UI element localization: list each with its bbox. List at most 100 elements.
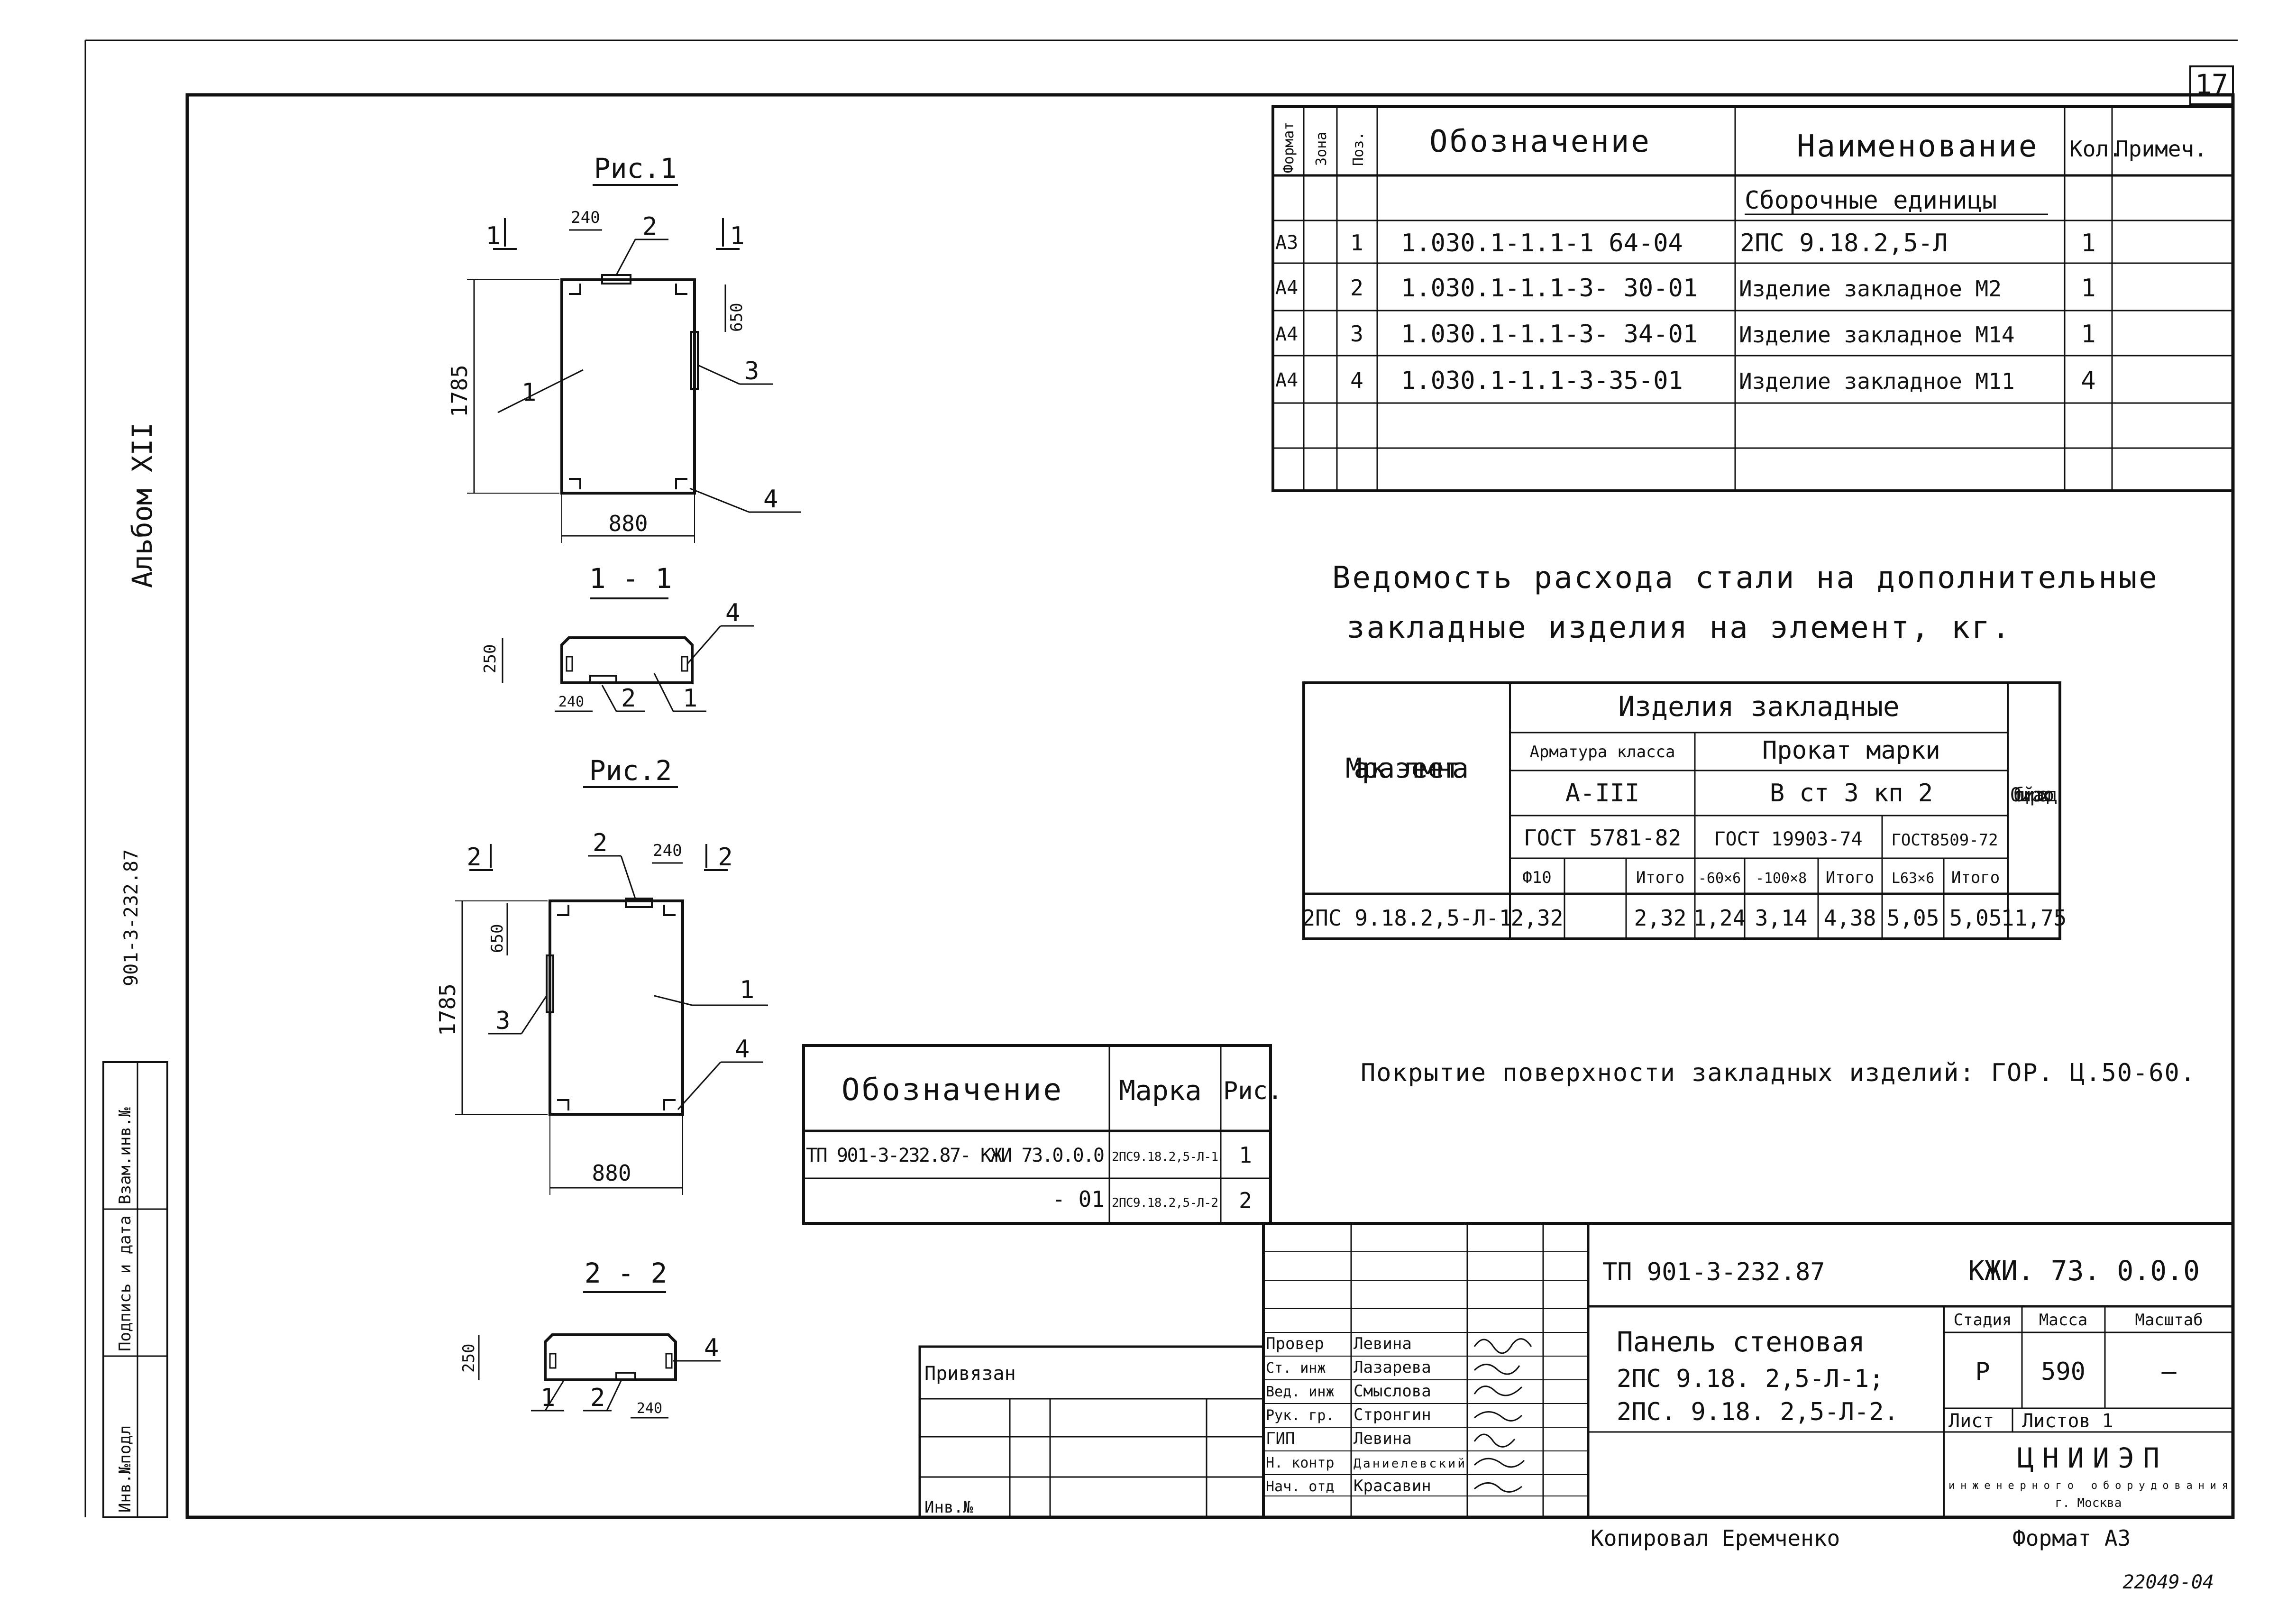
steel-row-total-rebar: 2,32	[1634, 905, 1687, 931]
spec-table: Формат Зона Поз. Обозначение Наименовани…	[1271, 105, 2234, 492]
steel-rolled-grade: В ст 3 кп 2	[1770, 779, 1933, 807]
section-1-1: 1 - 1 250 240 2 1 4	[481, 562, 754, 713]
spec-row2-qty: 1	[2081, 274, 2095, 303]
steel-sub-angle: L63×6	[1892, 870, 1934, 887]
fig2-offset-dim: 650	[488, 924, 507, 953]
sheets-label: Листов 1	[2022, 1410, 2113, 1432]
sig-role-7: Нач. отд	[1266, 1478, 1335, 1495]
sheet-label: Лист	[1948, 1410, 1994, 1432]
steel-total-header: Общий расход	[2010, 784, 2058, 806]
steel-rebar-header: Арматура класса	[1529, 743, 1675, 762]
steel-sub-total-rebar: Итого	[1636, 868, 1684, 887]
steel-row-strip-60: 1,24	[1693, 905, 1746, 931]
signature-row: Вед. инж Смыслова	[1266, 1382, 1431, 1401]
spec-row1-pos: 1	[1350, 230, 1363, 256]
fig2-callout-3: 3	[495, 1007, 510, 1035]
steel-row-total-angle: 5,05	[1949, 905, 2002, 931]
fig1-width-dim: 880	[608, 511, 648, 536]
sig-name-7: Красавин	[1354, 1477, 1431, 1496]
section1-thickness-dim: 250	[481, 644, 500, 673]
signature-row: ГИП Левина	[1266, 1429, 1412, 1448]
fig1-title: Рис.1	[594, 152, 677, 184]
steel-group-header: Изделия закладные	[1618, 690, 1900, 723]
table-row: А4 4 1.030.1-1.1-3-35-01 Изделие закладн…	[1275, 367, 2096, 395]
spec-header-qty: Кол.	[2069, 136, 2122, 162]
table-row: А4 2 1.030.1-1.1-3- 30-01 Изделие заклад…	[1275, 274, 2096, 303]
marks-row2-fig: 2	[1239, 1188, 1252, 1213]
spec-row2-pos: 2	[1350, 275, 1363, 301]
spec-row2-format: А4	[1275, 277, 1298, 299]
spec-row3-name: Изделие закладное М14	[1739, 322, 2015, 348]
spec-header-pos: Поз.	[1350, 132, 1367, 166]
stamp-signature-date: Подпись и дата	[116, 1215, 135, 1351]
marks-row1-mark: 2ПС9.18.2,5-Л-1	[1112, 1150, 1218, 1164]
steel-row-strip-100: 3,14	[1755, 905, 1808, 931]
steel-subheader-row: Ф10 Итого -60×6 -100×8 Итого L63×6 Итого	[1522, 868, 2000, 887]
spec-row1-designation: 1.030.1-1.1-1 64-04	[1401, 229, 1683, 257]
section2-thickness-dim: 250	[459, 1344, 478, 1373]
sig-role-2: Ст. инж	[1266, 1360, 1326, 1376]
sig-name-1: Левина	[1354, 1334, 1412, 1353]
fig1-height-dim: 1785	[447, 365, 472, 417]
marks-row2-mark: 2ПС9.18.2,5-Л-2	[1112, 1196, 1218, 1210]
spec-row4-designation: 1.030.1-1.1-3-35-01	[1401, 367, 1683, 395]
marks-row2-designation: - 01	[1052, 1186, 1105, 1212]
spec-header-format: Формат	[1281, 122, 1297, 173]
steel-sub-total-strip: Итого	[1826, 868, 1874, 887]
cut2-right-label: 2	[718, 843, 732, 872]
section1-callout-1: 1	[683, 684, 697, 713]
steel-row-total: 11,75	[2001, 905, 2067, 931]
section1-callout-4: 4	[725, 599, 740, 627]
table-row: А3 1 1.030.1-1.1-1 64-04 2ПС 9.18.2,5-Л …	[1275, 229, 2096, 257]
steel-row-angle: 5,05	[1887, 905, 1939, 931]
signature-row: Рук. гр. Стронгин	[1266, 1405, 1431, 1424]
steel-sub-phi10: Ф10	[1522, 868, 1551, 887]
marks-header-fig: Рис.	[1223, 1077, 1282, 1105]
steel-sub-strip-60: -60×6	[1698, 870, 1741, 887]
stage-value: Р	[1975, 1358, 1990, 1386]
signature-row: Нач. отд Красавин	[1266, 1477, 1431, 1496]
sig-role-1: Провер	[1266, 1334, 1324, 1353]
sheet-number: 17	[2195, 68, 2228, 101]
title-line-3: 2ПС. 9.18. 2,5-Л-2.	[1617, 1398, 1899, 1426]
fig2-callout-2: 2	[593, 829, 607, 857]
title-line-2: 2ПС 9.18. 2,5-Л-1;	[1617, 1365, 1884, 1393]
spec-row2-designation: 1.030.1-1.1-3- 30-01	[1401, 274, 1698, 303]
fig2-width-dim: 880	[592, 1160, 631, 1186]
side-stamp: Инв.№подл Подпись и дата Взам.инв.№ Альб…	[102, 422, 168, 1518]
org-line-3: г. Москва	[2055, 1496, 2122, 1510]
sig-role-4: Рук. гр.	[1266, 1407, 1335, 1424]
steel-rebar-gost: ГОСТ 5781-82	[1524, 825, 1681, 851]
section2-insert-dim: 240	[637, 1400, 662, 1417]
marks-header-mark: Марка	[1119, 1074, 1202, 1107]
fig2-height-dim: 1785	[435, 983, 460, 1036]
sig-name-4: Стронгин	[1354, 1405, 1431, 1424]
binding-label: Привязан	[924, 1363, 1016, 1385]
spec-row3-pos: 3	[1350, 321, 1363, 347]
steel-sub-strip-100: -100×8	[1756, 870, 1807, 887]
spec-row1-qty: 1	[2081, 229, 2095, 257]
marks-row1-designation: ТП 901-3-232.87- КЖИ 73.0.0.0	[806, 1145, 1105, 1166]
section1-title: 1 - 1	[589, 562, 672, 595]
spec-row4-format: А4	[1275, 369, 1298, 391]
marks-table: Обозначение Марка Рис. ТП 901-3-232.87- …	[802, 1044, 1282, 1225]
title-line-1: Панель стеновая	[1617, 1326, 1865, 1358]
figure-2: Рис.2 2 2 1785 880 240 650 2 3 1 4	[435, 754, 768, 1195]
section2-callout-1: 1	[540, 1384, 555, 1412]
spec-row4-qty: 4	[2081, 367, 2095, 395]
sig-name-5: Левина	[1354, 1429, 1412, 1448]
fig1-callout-1: 1	[521, 378, 536, 407]
spec-section-title: Сборочные единицы	[1745, 186, 1997, 215]
steel-title-line2: закладные изделия на элемент, кг.	[1346, 610, 2012, 645]
handwritten-signatures	[1473, 1338, 1532, 1493]
stage-label: Стадия	[1954, 1311, 2012, 1330]
coating-note: Покрытие поверхности закладных изделий: …	[1361, 1059, 2195, 1087]
section-2-2: 2 - 2 250 1 2 240 4	[459, 1257, 721, 1419]
fig1-callout-3: 3	[744, 357, 759, 385]
fig1-insert-dim: 240	[571, 208, 600, 227]
fig2-title: Рис.2	[589, 754, 672, 787]
sig-role-3: Вед. инж	[1266, 1384, 1335, 1400]
marks-header-designation: Обозначение	[842, 1073, 1063, 1108]
scale-value: —	[2161, 1358, 2177, 1386]
